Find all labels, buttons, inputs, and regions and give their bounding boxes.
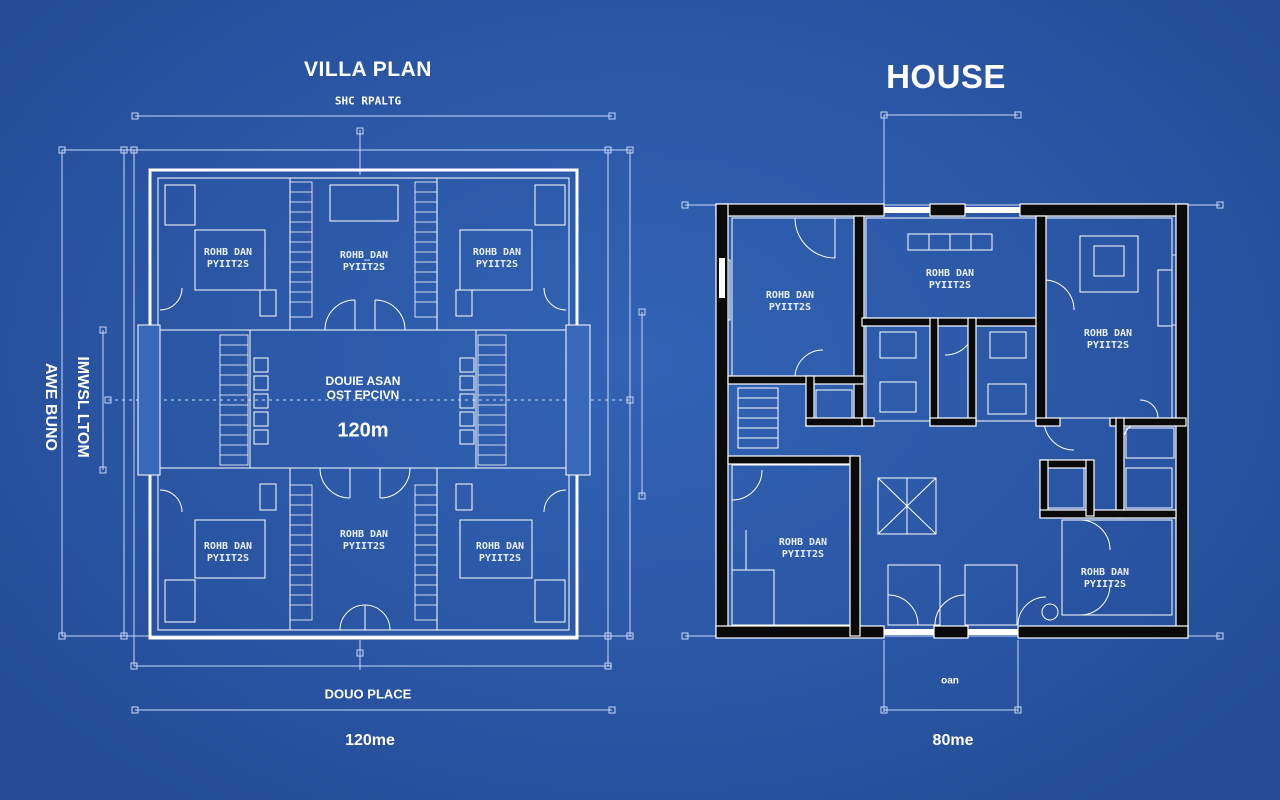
house-title: HOUSE (886, 58, 1006, 95)
villa-subtitle: SHC RPALTG (334, 94, 402, 108)
house-bottom-label: oan (941, 675, 959, 687)
villa-bottom-size: 120me (345, 732, 395, 749)
villa-walls (137, 168, 591, 640)
villa-center-label-1: DOUIE ASAN (325, 374, 401, 388)
house-dimension-lines (681, 111, 1224, 714)
house-bottom-size: 80me (932, 732, 974, 749)
villa-center-area: 120m (337, 419, 389, 442)
villa-dimension-lines (58, 112, 646, 714)
villa-side-label-outer: AWE BUNO (42, 363, 59, 451)
villa-center-label-2: OST EPCIVN (326, 388, 400, 402)
villa-side-label-inner: IMWSL LTOM (74, 356, 91, 458)
villa-bottom-label: DOUO PLACE (324, 686, 412, 702)
villa-title: VILLA PLAN (304, 58, 432, 81)
house-walls (715, 203, 1189, 639)
